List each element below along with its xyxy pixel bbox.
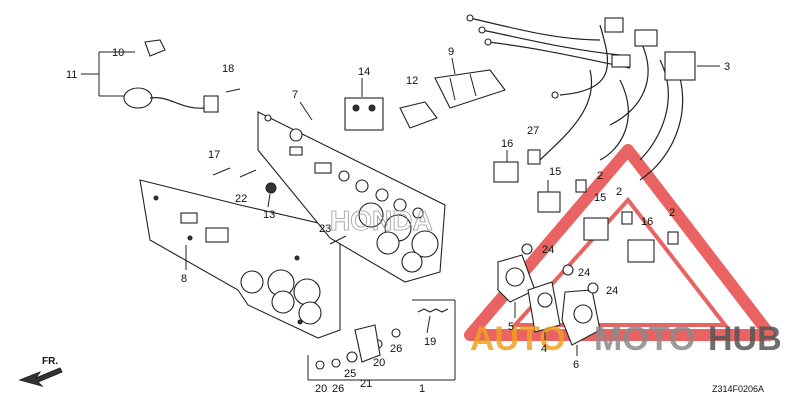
label-24b: 24 bbox=[578, 267, 590, 279]
label-17: 17 bbox=[208, 149, 220, 161]
bracket-assembly bbox=[307, 299, 456, 381]
breaker-16-left bbox=[493, 150, 519, 183]
label-23: 23 bbox=[319, 223, 331, 235]
watermark-text: AUTO MOTO HUB bbox=[470, 320, 782, 358]
svg-text:AUTO: AUTO bbox=[470, 320, 566, 358]
label-26a: 26 bbox=[332, 383, 344, 395]
label-2a: 2 bbox=[616, 186, 622, 198]
label-18: 18 bbox=[222, 63, 234, 75]
label-20a: 20 bbox=[315, 383, 327, 395]
label-15a: 15 bbox=[549, 166, 561, 178]
label-15b: 15 bbox=[594, 192, 606, 204]
label-9: 9 bbox=[448, 46, 454, 58]
label-26b: 26 bbox=[390, 343, 402, 355]
breaker-16-right bbox=[627, 239, 655, 263]
leader-lines bbox=[185, 57, 578, 356]
outlet-6 bbox=[561, 289, 601, 346]
panel-brand-text: HONDA bbox=[330, 205, 433, 236]
caps-2 bbox=[575, 179, 679, 245]
label-12: 12 bbox=[406, 75, 418, 87]
switch-block-14 bbox=[344, 97, 384, 131]
label-1: 1 bbox=[419, 383, 425, 395]
label-10: 10 bbox=[112, 47, 124, 59]
label-16b: 16 bbox=[641, 216, 653, 228]
outlet-5 bbox=[497, 254, 536, 303]
label-2b: 2 bbox=[597, 170, 603, 182]
front-direction-arrow bbox=[18, 367, 63, 387]
wire-harness bbox=[466, 14, 720, 181]
breaker-12 bbox=[399, 101, 438, 129]
cap-27 bbox=[527, 149, 541, 165]
label-16a: 16 bbox=[501, 138, 513, 150]
label-14: 14 bbox=[358, 66, 370, 78]
label-21: 21 bbox=[360, 378, 372, 390]
callout-labels: 1 2 2 2 3 4 5 6 7 8 9 10 11 12 13 14 15 … bbox=[66, 46, 730, 395]
label-22: 22 bbox=[235, 193, 247, 205]
breaker-15-left bbox=[537, 180, 561, 213]
label-8: 8 bbox=[181, 273, 187, 285]
grommets-24 bbox=[521, 243, 599, 294]
label-19: 19 bbox=[424, 336, 436, 348]
label-27: 27 bbox=[527, 125, 539, 137]
label-20b: 20 bbox=[373, 357, 385, 369]
diagram-code: Z314F0206A bbox=[712, 384, 764, 394]
label-5: 5 bbox=[508, 321, 514, 333]
rear-panel: HONDA bbox=[257, 111, 446, 283]
svg-text:MOTO: MOTO bbox=[594, 320, 695, 358]
label-4: 4 bbox=[541, 343, 547, 355]
front-panel bbox=[139, 179, 341, 339]
svg-text:HUB: HUB bbox=[708, 320, 782, 358]
label-25: 25 bbox=[344, 368, 356, 380]
label-7: 7 bbox=[292, 89, 298, 101]
label-3: 3 bbox=[724, 61, 730, 73]
label-6: 6 bbox=[573, 359, 579, 371]
main-switch-assembly bbox=[81, 39, 219, 113]
outlet-4 bbox=[527, 281, 561, 333]
label-13: 13 bbox=[263, 209, 275, 221]
label-11: 11 bbox=[66, 69, 77, 81]
label-24a: 24 bbox=[542, 244, 554, 256]
watermark-triangle bbox=[464, 144, 776, 341]
label-24c: 24 bbox=[606, 285, 618, 297]
front-arrow-label: FR. bbox=[42, 356, 58, 367]
label-2c: 2 bbox=[669, 207, 675, 219]
breaker-15-right bbox=[583, 217, 609, 241]
fasteners bbox=[212, 88, 347, 245]
connector-9 bbox=[434, 69, 506, 109]
